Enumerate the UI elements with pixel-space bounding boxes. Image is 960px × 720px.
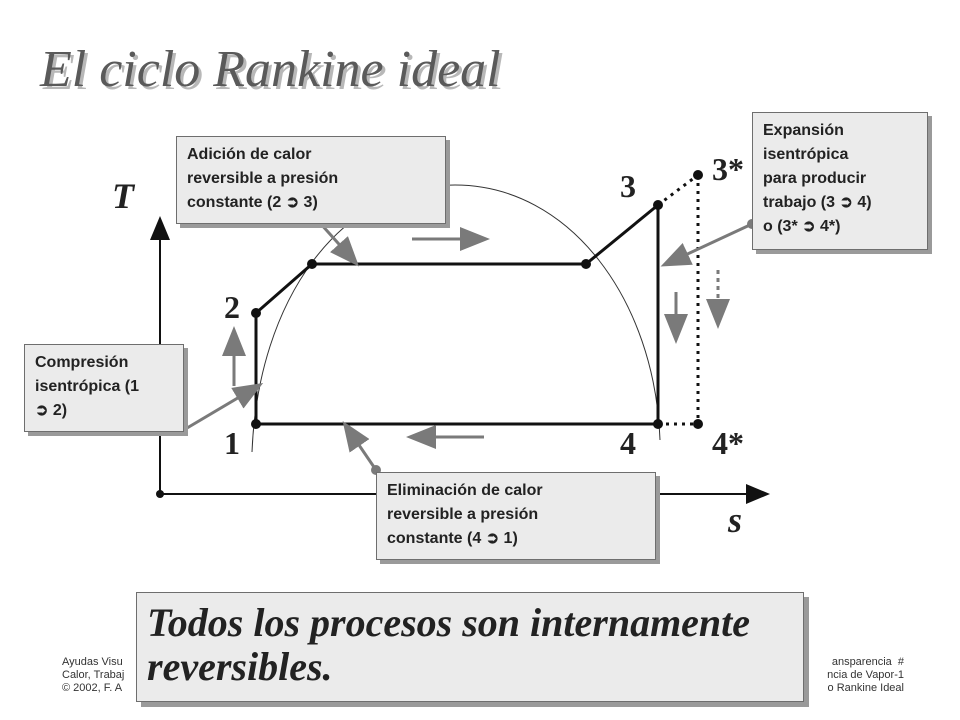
label-point-3: 3 xyxy=(620,168,636,204)
label-point-2: 2 xyxy=(224,289,240,325)
footer-left: Ayudas Visu Calor, Trabaj © 2002, F. A xyxy=(62,656,125,694)
callout-compression: Compresión isentrópica (1 ➲ 2) xyxy=(24,344,184,432)
state-point-4 xyxy=(653,419,663,429)
state-point-3 xyxy=(653,200,663,210)
state-point-1 xyxy=(251,419,261,429)
state-point-3a xyxy=(581,259,591,269)
callout-expansion: Expansión isentrópica para producir trab… xyxy=(752,112,928,250)
summary-text: Todos los procesos son internamente reve… xyxy=(147,600,751,689)
slide-title: El ciclo Rankine ideal xyxy=(40,41,501,98)
state-point-4s xyxy=(693,419,703,429)
state-point-2 xyxy=(251,308,261,318)
footer-right: ansparencia # ncia de Vapor-1 o Rankine … xyxy=(827,656,904,694)
summary-box: Todos los procesos son internamente reve… xyxy=(136,592,804,702)
callout-heat-addition: Adición de calor reversible a presión co… xyxy=(176,136,446,224)
superheat-line xyxy=(657,173,699,207)
callout-heat-rejection: Eliminación de calor reversible a presió… xyxy=(376,472,656,560)
label-point-3s: 3* xyxy=(712,151,744,187)
axis-origin-dot xyxy=(156,490,164,498)
label-point-4s: 4* xyxy=(712,425,744,461)
pointer-compression xyxy=(181,382,264,433)
state-point-2a xyxy=(307,259,317,269)
state-point-3s xyxy=(693,170,703,180)
label-point-4: 4 xyxy=(620,425,636,461)
label-point-1: 1 xyxy=(224,425,240,461)
pointer-expansion xyxy=(660,222,753,267)
pointer-heat-addition xyxy=(318,221,360,267)
saturation-dome xyxy=(251,184,661,453)
label-axis-s: s xyxy=(727,500,742,540)
callout-heat-addition-text: Adición de calor reversible a presión co… xyxy=(187,146,339,211)
label-axis-t: T xyxy=(112,176,136,216)
callout-heat-rejection-text: Eliminación de calor reversible a presió… xyxy=(387,482,543,547)
callout-expansion-text: Expansión isentrópica para producir trab… xyxy=(763,122,872,235)
callout-compression-text: Compresión isentrópica (1 ➲ 2) xyxy=(35,354,140,419)
pointer-heat-rejection xyxy=(342,421,378,471)
